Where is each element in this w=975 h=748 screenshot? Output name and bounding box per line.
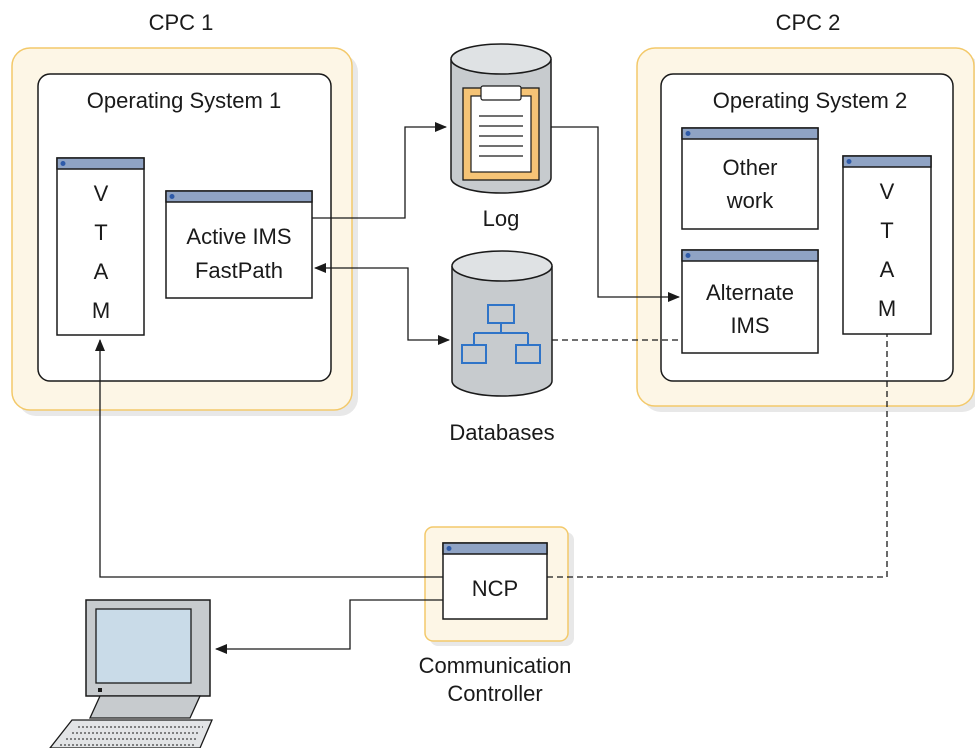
keyboard-icon xyxy=(49,719,213,748)
ncp-titlebar xyxy=(442,542,548,555)
cpc1-title: CPC 1 xyxy=(149,10,214,35)
vtam2-letter-a: A xyxy=(880,257,895,282)
other-work-titlebar xyxy=(681,127,819,140)
vtam2-window-dot-icon xyxy=(846,159,852,164)
vtam1-window: V T A M xyxy=(56,157,145,336)
connectors xyxy=(95,122,888,654)
active-ims-line2: FastPath xyxy=(195,258,283,283)
active-ims-window-dot-icon xyxy=(169,194,175,199)
cpc1-group: CPC 1 Operating System 1 V T A M Active … xyxy=(11,10,358,416)
vtam2-window: V T A M xyxy=(842,155,932,335)
vtam2-titlebar xyxy=(842,155,932,168)
log-label: Log xyxy=(483,206,520,231)
log-cylinder: Log xyxy=(450,43,552,231)
other-work-line2: work xyxy=(726,188,774,213)
os2-label: Operating System 2 xyxy=(713,88,907,113)
ncp-label: NCP xyxy=(472,576,518,601)
alternate-ims-titlebar xyxy=(681,249,819,262)
clipboard-icon xyxy=(462,85,540,181)
active-ims-window: Active IMS FastPath xyxy=(165,190,313,299)
vtam1-window-dot-icon xyxy=(60,161,66,166)
vtam2-letter-m: M xyxy=(878,296,896,321)
terminal-computer-icon xyxy=(49,599,213,748)
active-ims-to-log-arrow xyxy=(312,122,447,219)
alternate-ims-window: Alternate IMS xyxy=(681,249,819,354)
controller-label-line2: Controller xyxy=(447,681,542,706)
other-work-window-dot-icon xyxy=(685,131,691,136)
other-work-line1: Other xyxy=(722,155,777,180)
monitor-stand xyxy=(88,695,202,719)
other-work-window: Other work xyxy=(681,127,819,230)
log-to-alternate-ims-arrow xyxy=(551,126,680,302)
vtam1-letter-v: V xyxy=(94,181,109,206)
cpc2-title: CPC 2 xyxy=(776,10,841,35)
monitor-screen xyxy=(95,608,192,684)
power-light-icon xyxy=(98,688,102,692)
os1-label: Operating System 1 xyxy=(87,88,281,113)
vtam1-letter-a: A xyxy=(94,259,109,284)
active-ims-titlebar xyxy=(165,190,313,203)
cpc2-group: CPC 2 Operating System 2 Other work Alte… xyxy=(636,10,975,412)
communication-controller-group: NCP Communication Controller xyxy=(419,526,574,706)
alternate-ims-line1: Alternate xyxy=(706,280,794,305)
vtam1-letter-m: M xyxy=(92,298,110,323)
vtam2-letter-v: V xyxy=(880,179,895,204)
alternate-ims-line2: IMS xyxy=(730,313,769,338)
active-ims-line1: Active IMS xyxy=(186,224,291,249)
database-hierarchy-icon xyxy=(461,304,541,364)
vtam2-letter-t: T xyxy=(880,218,893,243)
ncp-to-terminal-arrow xyxy=(215,599,443,654)
vtam1-titlebar xyxy=(56,157,145,170)
ncp-window-dot-icon xyxy=(446,546,452,551)
controller-label-line1: Communication xyxy=(419,653,572,678)
vtam1-letter-t: T xyxy=(94,220,107,245)
active-ims-databases-arrow xyxy=(314,263,450,345)
databases-cylinder: Databases xyxy=(449,250,555,445)
ncp-vtam2-dashed-link xyxy=(547,334,888,578)
databases-label: Databases xyxy=(449,420,554,445)
ncp-window: NCP xyxy=(442,542,548,620)
ncp-to-vtam1-arrow xyxy=(95,339,443,578)
alternate-ims-window-dot-icon xyxy=(685,253,691,258)
